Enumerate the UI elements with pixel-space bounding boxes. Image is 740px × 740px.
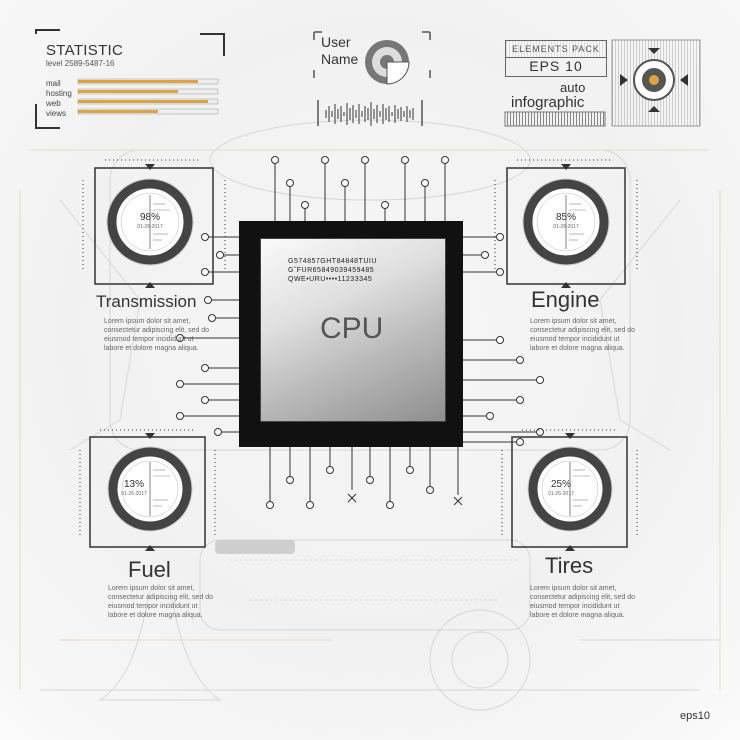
pie-chart-icon <box>365 40 410 85</box>
lorem-line: consectetur adipiscing elit, sed do <box>104 327 210 334</box>
lorem-line: consectetur adipiscing elit, sed do <box>530 327 636 334</box>
cpu-label: CPU <box>320 312 384 345</box>
tires-date: 01-26-2017 <box>548 491 574 497</box>
user-frame <box>313 31 431 126</box>
sound-wave-icon <box>325 102 414 126</box>
infographic-label: infographic <box>511 94 585 111</box>
lorem-line: Lorem ipsum dolor sit amet, <box>104 318 191 325</box>
gauge-transmission <box>82 159 226 288</box>
lorem-line: Lorem ipsum dolor sit amet, <box>530 585 617 592</box>
engine-percent: 85% <box>555 212 576 223</box>
circuit-bottom <box>266 447 463 509</box>
engine-date: 01-26-2017 <box>553 224 579 230</box>
statistic-item-hosting: hosting <box>46 89 72 98</box>
tires-title: Tires <box>545 553 594 578</box>
transmission-date: 01-26-2017 <box>137 224 163 230</box>
tires-percent: 25% <box>550 479 571 490</box>
engine-description: Lorem ipsum dolor sit amet, consectetur … <box>530 317 635 353</box>
fuel-percent: 13% <box>123 479 144 490</box>
lorem-line: Lorem ipsum dolor sit amet, <box>108 585 195 592</box>
lorem-line: labore et dolore magna aliqua. <box>104 345 199 352</box>
fuel-title: Fuel <box>128 557 171 582</box>
transmission-title: Transmission <box>96 292 197 311</box>
elements-pack-header: ELEMENTS PACK <box>505 40 607 58</box>
statistic-level: level 2589-5487-16 <box>46 59 115 68</box>
gear-emblem-icon <box>611 39 701 127</box>
eps-version: EPS 10 <box>505 56 607 77</box>
eps10-label: eps10 <box>680 710 710 722</box>
circuit-top <box>271 156 449 221</box>
engine-sketch <box>19 119 721 711</box>
auto-label: auto <box>560 80 586 95</box>
name-label: Name <box>321 51 359 67</box>
lorem-line: consectetur adipiscing elit, sed do <box>108 594 214 601</box>
lorem-line: labore et dolore magna aliqua. <box>530 345 625 352</box>
transmission-percent: 98% <box>139 212 160 223</box>
circuit-right <box>463 233 544 446</box>
lorem-line: consectetur adipiscing elit, sed do <box>530 594 636 601</box>
cpu-code-line-1: G574857GHT84848TUIU <box>288 258 377 265</box>
gauge-fuel <box>79 429 216 551</box>
lorem-line: labore et dolore magna aliqua. <box>108 612 203 619</box>
lorem-line: eiusmod tempor incididunt ut <box>530 603 620 610</box>
gauge-tires <box>501 429 638 551</box>
user-label: User <box>321 34 351 50</box>
lorem-line: Lorem ipsum dolor sit amet, <box>530 318 617 325</box>
statistic-bars <box>77 78 219 115</box>
lorem-line: eiusmod tempor incididunt ut <box>104 336 194 343</box>
statistic-title: STATISTIC <box>46 42 124 59</box>
transmission-description: Lorem ipsum dolor sit amet, consectetur … <box>104 317 209 353</box>
cpu-code-line-3: QWE•URU••••11233345 <box>288 276 373 283</box>
statistic-item-views: views <box>46 109 67 118</box>
gauge-engine <box>494 159 638 288</box>
cpu-code-line-2: G˜FUR65849039459485 <box>288 267 375 274</box>
circuit-left <box>176 233 239 436</box>
lorem-line: eiusmod tempor incididunt ut <box>530 336 620 343</box>
tires-description: Lorem ipsum dolor sit amet, consectetur … <box>530 584 635 620</box>
fuel-description: Lorem ipsum dolor sit amet, consectetur … <box>108 584 213 620</box>
sketch-bar <box>215 540 295 554</box>
lorem-line: labore et dolore magna aliqua. <box>530 612 625 619</box>
barcode-strip <box>504 111 606 127</box>
lorem-line: eiusmod tempor incididunt ut <box>108 603 198 610</box>
statistic-item-mail: mail <box>46 79 61 88</box>
engine-title: Engine <box>531 287 600 312</box>
cpu-die <box>260 238 446 422</box>
statistic-item-web: web <box>46 99 61 108</box>
fuel-date: 01-26-2017 <box>121 491 147 497</box>
